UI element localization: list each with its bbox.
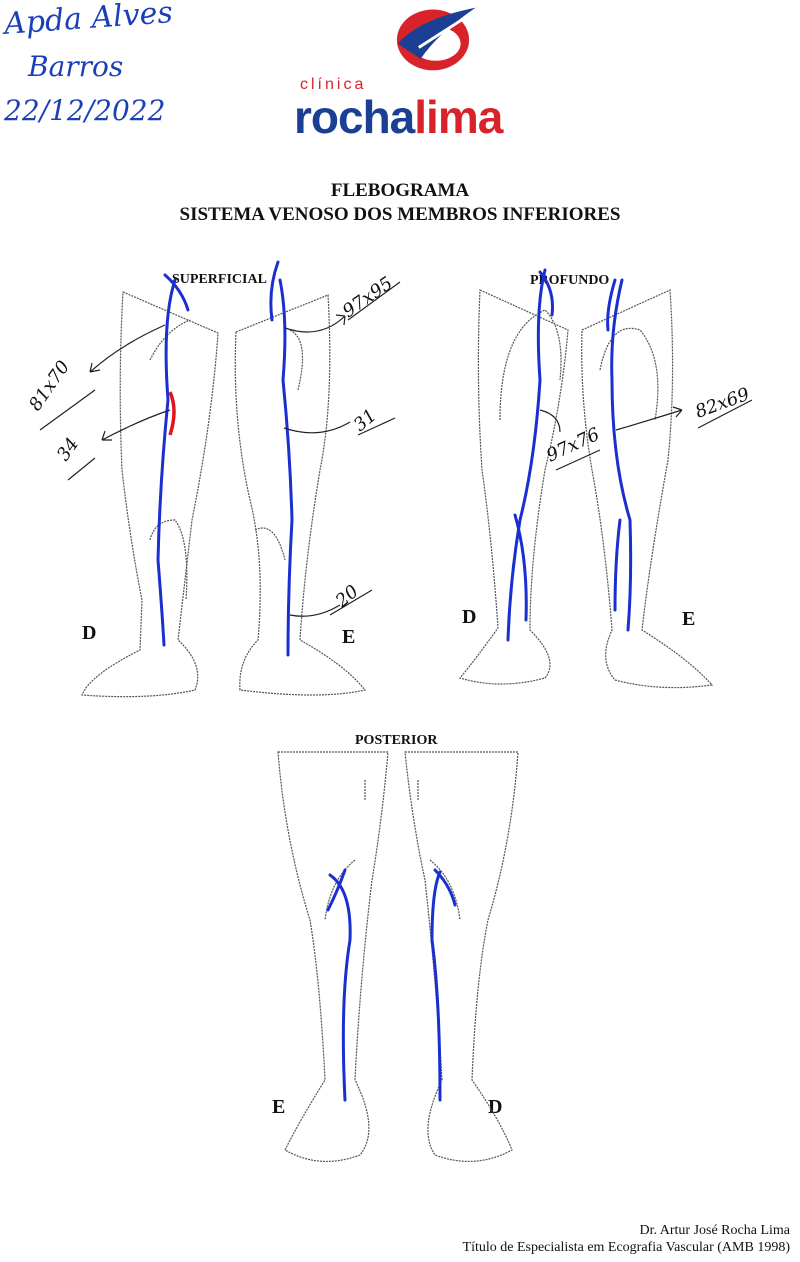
profundo-leg-d-outline [458,289,569,685]
profundo-label: PROFUNDO [530,273,610,288]
superficial-label: SUPERFICIAL [172,272,267,287]
posterior-leg-e-outline [277,751,389,1163]
handwritten-date: 22/12/2022 [4,94,166,127]
profundo-side-e: E [682,608,696,630]
reflux-segment [168,391,176,436]
superficial-vein-e [269,260,294,657]
superficial-vein-d [156,273,190,647]
posterior-vein-d [430,868,457,1102]
logo-name: rochalima [294,94,503,140]
posterior-leg-d-outline [404,751,519,1162]
footer: Dr. Artur José Rocha Lima Título de Espe… [463,1222,790,1256]
profundo-vein-d [506,268,554,642]
posterior-side-d: D [488,1096,503,1118]
leg-outlines [81,289,714,1163]
posterior-side-e: E [272,1096,286,1118]
doctor-name: Dr. Artur José Rocha Lima [639,1223,790,1238]
annotation-31: 31 [350,405,381,436]
handwritten-patient-surname: Barros [28,50,124,83]
posterior-label: POSTERIOR [355,733,438,748]
annotation-82x69: 82x69 [693,384,753,423]
clinic-logo: clínica rochalima [290,0,560,140]
profundo-leg-e-outline [581,289,714,689]
logo-name-rocha: rocha [294,91,415,143]
document-title: FLEBOGRAMA [330,180,470,201]
annotation-97x76: 97x76 [543,424,603,467]
profundo-vein-e [606,278,633,632]
superficial-leg-d-outline [81,291,219,698]
profundo-side-d: D [462,606,477,628]
document-subtitle: SISTEMA VENOSO DOS MEMBROS INFERIORES [179,204,621,225]
superficial-leg-e-outline [234,294,367,696]
annotation-97x95: 97x95 [339,273,397,322]
superficial-side-d: D [82,622,97,644]
logo-mark-icon [396,7,476,71]
annotation-34: 34 [53,434,83,465]
veins [156,260,633,1102]
posterior-vein-e [326,868,352,1102]
doctor-credential: Título de Especialista em Ecografia Vasc… [462,1240,790,1255]
annotation-81x70: 81x70 [25,357,74,415]
superficial-side-e: E [342,626,356,648]
annotation-arrows [39,281,753,617]
logo-name-lima: lima [414,91,503,143]
logo-prefix: clínica [300,76,367,93]
